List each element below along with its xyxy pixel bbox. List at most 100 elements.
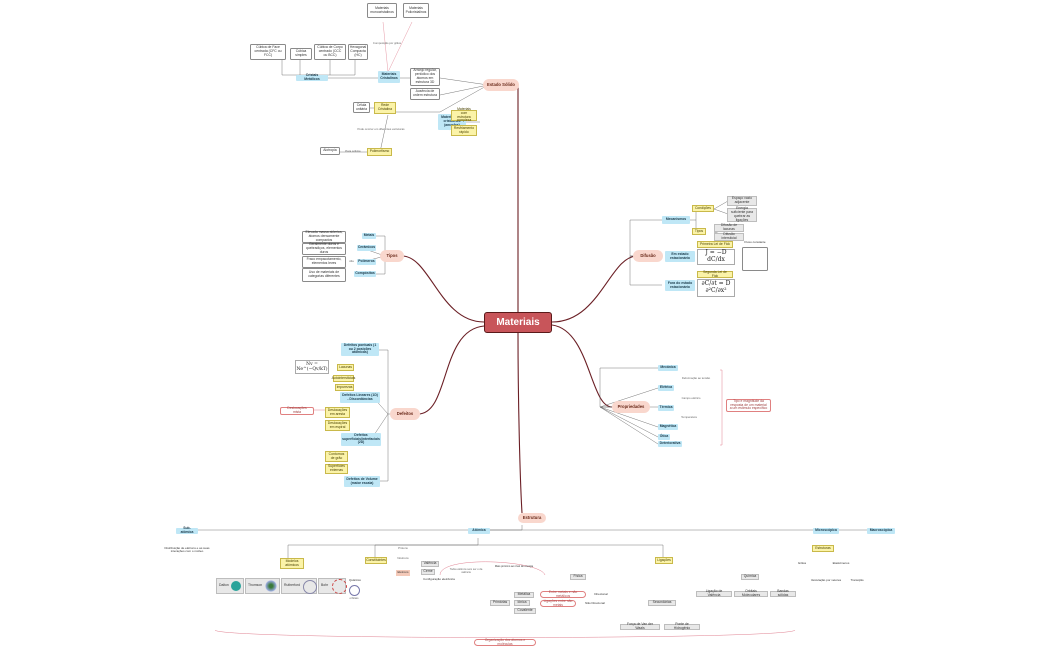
- condicao-espaco-vazio[interactable]: Espaço vazio adjacente: [727, 196, 757, 206]
- materiais-monocristalinos[interactable]: Materiais monocristalinos: [367, 3, 397, 18]
- nao-direcional: Não Direcional: [585, 601, 605, 606]
- configuracao-eletronica[interactable]: Configuração eletrônica: [423, 577, 455, 582]
- ponte-hidrogenio[interactable]: Ponte de Hidrogênio: [664, 622, 700, 630]
- propriedades-node[interactable]: Propriedades: [612, 401, 650, 413]
- estruturas[interactable]: Estruturas: [812, 545, 834, 552]
- cristais-metalicos[interactable]: Cristais Metálicos: [296, 73, 328, 81]
- ligacao-quimica[interactable]: Química: [741, 574, 759, 580]
- orbitais-moleculares[interactable]: Orbitais Moleculares: [734, 589, 768, 597]
- cubica-corpo-centrado[interactable]: Cúbica de Corpo centrado (CCC ou BCC): [314, 44, 346, 60]
- estrutura-node[interactable]: Estrutura: [518, 513, 546, 523]
- difusao-node[interactable]: Difusão: [633, 250, 663, 262]
- root-node[interactable]: Materiais: [484, 312, 552, 333]
- tipos-node[interactable]: Tipos: [380, 250, 404, 262]
- prop-magnetica[interactable]: Magnética: [658, 424, 678, 430]
- condicoes[interactable]: Condições: [692, 205, 714, 212]
- alotropia[interactable]: Alotropia: [320, 147, 340, 155]
- mecanismos[interactable]: Mecanismos: [662, 216, 690, 224]
- thomson-label: Thomson: [248, 583, 263, 588]
- para-solidos: Para sólidos: [345, 148, 361, 153]
- macroscopica[interactable]: Macroscópica: [867, 528, 895, 534]
- dalton-label: Dalton: [219, 583, 229, 588]
- modelo-quantico[interactable]: Quântico: [349, 578, 362, 583]
- prop-deteriorativa[interactable]: Deteriorativa: [658, 441, 682, 447]
- ceramicos-descricao: Geralmente duros e quebradiços, elemento…: [302, 242, 346, 255]
- autointersticiais[interactable]: Autointersticiais: [332, 375, 355, 382]
- tipo-ceramicos[interactable]: Cerâmicos: [357, 245, 376, 251]
- tipo-metais[interactable]: Metais: [362, 233, 376, 239]
- polimeros-alta: Alta: [349, 259, 354, 263]
- ionica[interactable]: Iônica: [514, 600, 530, 606]
- cubica-simples[interactable]: Cúbica simples: [290, 48, 312, 60]
- primeira-lei-fick[interactable]: Primeira Lei de Fick: [697, 241, 733, 248]
- difusao-intersticial[interactable]: Difusão intersticial: [714, 232, 744, 241]
- metalica[interactable]: Metálica: [514, 592, 534, 598]
- link-root-tipos: [401, 255, 485, 323]
- primarias[interactable]: Primárias: [490, 600, 510, 606]
- prop-termica[interactable]: Térmica: [658, 405, 674, 411]
- defeitos-superficiais[interactable]: Defeitos superficiais/interfaciais (2D): [341, 432, 381, 446]
- link-root-estrutura: [517, 332, 523, 514]
- ligacoes[interactable]: Ligações: [655, 557, 673, 564]
- entre-metais: Entre metais e não metálicos: [540, 590, 586, 598]
- condicao-energia[interactable]: Energia suficiente para quebrar as ligaç…: [727, 206, 757, 222]
- ligacao-fisica[interactable]: Física: [570, 574, 586, 580]
- prop-mecanica[interactable]: Mecânica: [658, 365, 678, 371]
- deslocacoes-espiral[interactable]: Deslocações em espiral: [325, 420, 350, 431]
- superficies-externas[interactable]: Superfícies externas: [325, 464, 348, 474]
- direcional: Direcional: [594, 592, 608, 597]
- secundarias[interactable]: Secundárias: [648, 600, 676, 606]
- prop-eletrica[interactable]: Elétrica: [658, 385, 674, 391]
- fora-estado-estacionario[interactable]: Fora do estado estacionário: [665, 280, 695, 291]
- eletrons[interactable]: Elétrons: [396, 570, 410, 576]
- segunda-lei-fick[interactable]: Segunda Lei de Fick: [697, 270, 733, 278]
- estrutura-complexa[interactable]: Materiais com estrutura complexa: [451, 107, 477, 122]
- prop-otica[interactable]: Ótica: [658, 434, 670, 440]
- cubica-face-centrada[interactable]: Cúbica de Face centrada (CFC ou FCC): [250, 44, 286, 60]
- resfriamento-rapido[interactable]: Resfriamento rápido: [451, 125, 477, 136]
- elastomeros: Elastômeros: [832, 561, 850, 566]
- estado-estacionario[interactable]: Em estado estacionário: [665, 251, 695, 262]
- microscopica[interactable]: Microscópica: [813, 528, 839, 534]
- config-nota: Mais próximo ao nível de energia: [494, 564, 534, 568]
- hexagonal-compacta[interactable]: Hexagonal Compacta (HC): [348, 44, 368, 60]
- compositos-descricao: Uso de materiais de categorias diferente…: [302, 268, 346, 282]
- cerne[interactable]: Cerne: [421, 569, 435, 575]
- tipos-difusao[interactable]: Tipos: [692, 228, 706, 235]
- impurezas[interactable]: Impurezas: [335, 384, 354, 391]
- lacunas[interactable]: Lacunas: [337, 364, 354, 371]
- defeitos-lineares[interactable]: Defeitos Lineares (1D) - Discordâncias: [340, 392, 380, 403]
- fluxo-constante: Fluxo constante: [744, 240, 766, 245]
- forca-van-der-waals[interactable]: Força de Van der Waals: [620, 622, 660, 630]
- materiais-cristalinos[interactable]: Materiais Cristalinos: [378, 71, 400, 83]
- rede-cristalina[interactable]: Rede Cristalina: [374, 102, 396, 114]
- estado-solido-node[interactable]: Estado Sólido: [483, 79, 519, 91]
- materiais-policristalinos[interactable]: Materiais Policristalinos: [403, 3, 429, 18]
- modelos-atomicos[interactable]: Modelos atômicos: [280, 558, 304, 569]
- equacao-segunda-lei: ∂C/∂t = D ∂²C/∂x²: [697, 279, 735, 297]
- sub-atomica[interactable]: Sub-atômica: [176, 526, 198, 534]
- ausencia-ordem[interactable]: Ausência de ordem estrutura: [410, 88, 440, 100]
- constituintes[interactable]: Constituintes: [365, 557, 387, 564]
- defeitos-pontuais[interactable]: Defeitos pontuais (1 ou 2 posições atômi…: [341, 343, 379, 356]
- polimorfismo[interactable]: Polimorfismo: [367, 148, 392, 156]
- tipo-compositos[interactable]: Compósitos: [354, 271, 376, 277]
- tipo-polimeros[interactable]: Polímeros: [357, 259, 376, 265]
- quantico-orbital-icon: [349, 585, 360, 596]
- contornos-grao[interactable]: Contornos de grão: [325, 451, 348, 462]
- deslocacoes-aresta[interactable]: Deslocações em aresta: [325, 407, 350, 418]
- bandas-solidas[interactable]: Bandas sólidas: [770, 589, 796, 597]
- arranjo-regular[interactable]: Arranjo regular, periódico dos átomos em…: [410, 68, 440, 86]
- valencia[interactable]: Valência: [421, 561, 439, 567]
- defeitos-node[interactable]: Defeitos: [390, 408, 420, 420]
- thomson-atom-icon: [265, 580, 277, 592]
- atomica[interactable]: Atômica: [468, 528, 490, 534]
- ligacao-valencia[interactable]: Ligação de Valência: [696, 589, 732, 597]
- celula-unitaria[interactable]: Célula unitária: [353, 102, 370, 113]
- cerne-descricao: Todos elétrons sem ser o da valência: [449, 568, 483, 574]
- link-root-propriedades: [551, 324, 613, 408]
- defeitos-volume[interactable]: Defeitos de Volume (maior escala): [344, 476, 380, 487]
- difusao-lacunas[interactable]: Difusão de lacunas: [714, 223, 744, 232]
- nota-organizacao: Organização dos átomos e moléculas: [474, 638, 536, 646]
- covalente[interactable]: Covalente: [514, 608, 536, 614]
